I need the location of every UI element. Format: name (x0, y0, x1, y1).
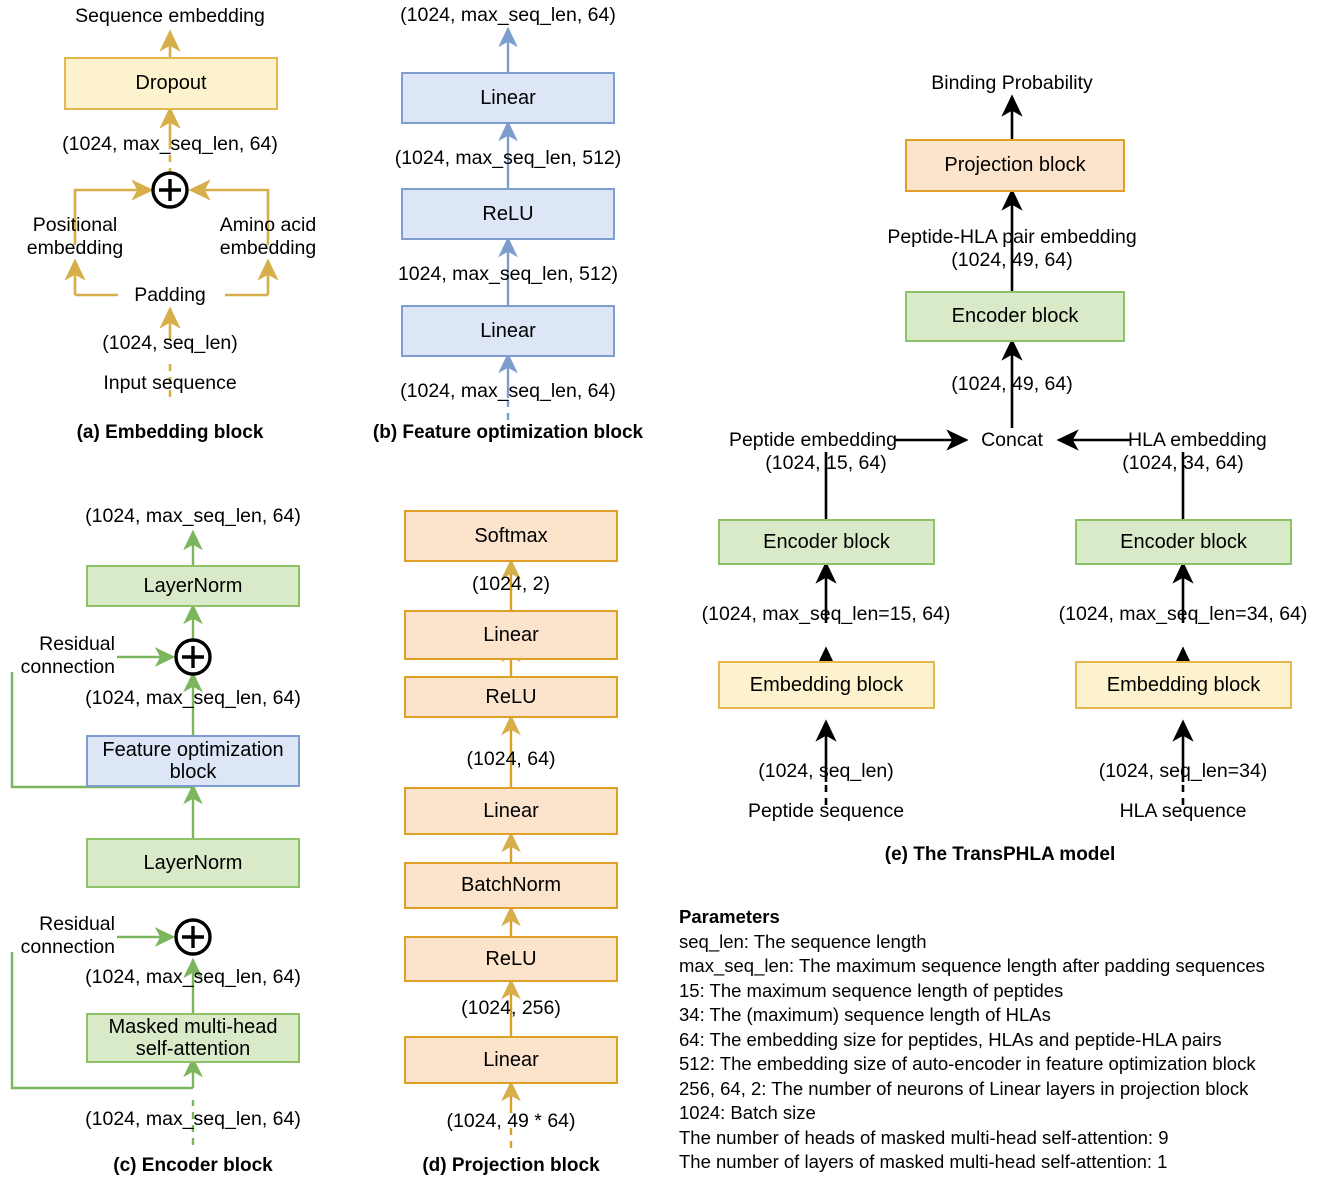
parameters-block: Parameters seq_len: The sequence length … (679, 905, 1265, 1175)
caption-e: (e) The TransPHLA model (884, 844, 1116, 865)
amino-acid-embedding-line1: Amino acid (219, 214, 317, 236)
feature-opt-line1: Feature optimization (102, 738, 284, 761)
sequence-embedding-label: Sequence embedding (75, 5, 265, 27)
box-relu-b[interactable]: ReLU (401, 188, 615, 240)
input-sequence-label: Input sequence (103, 372, 237, 394)
box-relu-1[interactable]: ReLU (404, 936, 618, 982)
shape-1024-2: (1024, 2) (471, 573, 551, 595)
caption-b: (b) Feature optimization block (372, 422, 644, 443)
caption-d: (d) Projection block (422, 1155, 600, 1176)
hla-embedding-line1: HLA embedding (1128, 429, 1267, 451)
box-masked-attention[interactable]: Masked multi-head self-attention (86, 1013, 300, 1063)
positional-embedding-line1: Positional (32, 214, 118, 236)
shape-top-b: (1024, max_seq_len, 64) (400, 4, 616, 26)
box-linear-3[interactable]: Linear (404, 610, 618, 660)
parameter-line: The number of heads of masked multi-head… (679, 1126, 1169, 1148)
positional-embedding-line2: embedding (26, 237, 124, 259)
peptide-sequence-label: Peptide sequence (747, 800, 905, 822)
shape-mid-lower-b: 1024, max_seq_len, 512) (397, 263, 619, 285)
residual-connection-1-line2: connection (20, 656, 115, 678)
parameter-line: 15: The maximum sequence length of pepti… (679, 979, 1064, 1001)
box-encoder-top[interactable]: Encoder block (905, 291, 1125, 342)
box-layernorm-top[interactable]: LayerNorm (86, 565, 300, 607)
shape-input-a: (1024, seq_len) (102, 332, 238, 354)
box-dropout[interactable]: Dropout (64, 57, 278, 110)
box-encoder-left[interactable]: Encoder block (718, 519, 935, 565)
shape-concat-out: (1024, 49, 64) (951, 373, 1073, 395)
pair-embedding-line2: (1024, 49, 64) (951, 249, 1073, 271)
concat-label: Concat (976, 429, 1048, 452)
shape-after-add-a: (1024, max_seq_len, 64) (62, 133, 278, 155)
parameter-line: 64: The embedding size for peptides, HLA… (679, 1028, 1222, 1050)
shape-1024-64: (1024, 64) (466, 748, 556, 770)
shape-bottom-d: (1024, 49 * 64) (446, 1110, 576, 1132)
box-relu-2[interactable]: ReLU (404, 676, 618, 718)
shape-bottom-b: (1024, max_seq_len, 64) (400, 380, 616, 402)
peptide-embedding-line2: (1024, 15, 64) (765, 452, 887, 474)
shape-mid-upper-b: (1024, max_seq_len, 512) (394, 147, 622, 169)
hla-sequence-label: HLA sequence (1119, 800, 1247, 822)
amino-acid-embedding-line2: embedding (219, 237, 317, 259)
hla-embedding-line2: (1024, 34, 64) (1122, 452, 1244, 474)
box-linear-top-b[interactable]: Linear (401, 72, 615, 124)
shape-top-c: (1024, max_seq_len, 64) (85, 505, 301, 527)
pair-embedding-line1: Peptide-HLA pair embedding (887, 226, 1137, 248)
box-embedding-right[interactable]: Embedding block (1075, 661, 1292, 709)
parameters-heading: Parameters (679, 906, 780, 927)
peptide-embedding-line1: Peptide embedding (728, 429, 897, 451)
feature-opt-line2: block (169, 761, 217, 783)
caption-a: (a) Embedding block (76, 422, 264, 443)
shape-1024-256: (1024, 256) (461, 997, 561, 1019)
shape-right-input: (1024, seq_len=34) (1098, 760, 1268, 782)
shape-after-attn-c: (1024, max_seq_len, 64) (85, 966, 301, 988)
binding-probability-label: Binding Probability (931, 72, 1093, 94)
caption-c: (c) Encoder block (113, 1155, 273, 1176)
residual-connection-1-line1: Residual (39, 633, 115, 655)
box-encoder-right[interactable]: Encoder block (1075, 519, 1292, 565)
shape-bottom-c: (1024, max_seq_len, 64) (85, 1108, 301, 1130)
parameter-line: 34: The (maximum) sequence length of HLA… (679, 1004, 1051, 1025)
box-batchnorm[interactable]: BatchNorm (404, 862, 618, 909)
shape-left-input: (1024, seq_len) (758, 760, 894, 782)
shape-right-embed: (1024, max_seq_len=34, 64) (1058, 603, 1308, 625)
parameter-line: max_seq_len: The maximum sequence length… (679, 955, 1265, 976)
box-linear-2[interactable]: Linear (404, 787, 618, 835)
parameter-line: 512: The embedding size of auto-encoder … (679, 1053, 1256, 1074)
padding-label: Padding (128, 284, 212, 307)
residual-connection-2-line2: connection (20, 936, 115, 958)
parameter-line: 256, 64, 2: The number of neurons of Lin… (679, 1077, 1249, 1099)
box-softmax[interactable]: Softmax (404, 510, 618, 562)
residual-connection-2-line1: Residual (39, 913, 115, 935)
shape-left-embed: (1024, max_seq_len=15, 64) (701, 603, 951, 625)
box-linear-bottom-b[interactable]: Linear (401, 305, 615, 357)
box-embedding-left[interactable]: Embedding block (718, 661, 935, 709)
parameter-line: The number of layers of masked multi-hea… (679, 1151, 1168, 1172)
box-projection-block[interactable]: Projection block (905, 139, 1125, 192)
parameter-line: seq_len: The sequence length (679, 930, 927, 952)
shape-after-fob-c: (1024, max_seq_len, 64) (85, 687, 301, 709)
box-layernorm-bottom[interactable]: LayerNorm (86, 838, 300, 888)
attention-line1: Masked multi-head (108, 1015, 278, 1038)
attention-line2: self-attention (135, 1038, 251, 1060)
parameter-line: 1024: Batch size (679, 1102, 816, 1123)
box-linear-1[interactable]: Linear (404, 1036, 618, 1084)
box-feature-optimization[interactable]: Feature optimization block (86, 735, 300, 787)
